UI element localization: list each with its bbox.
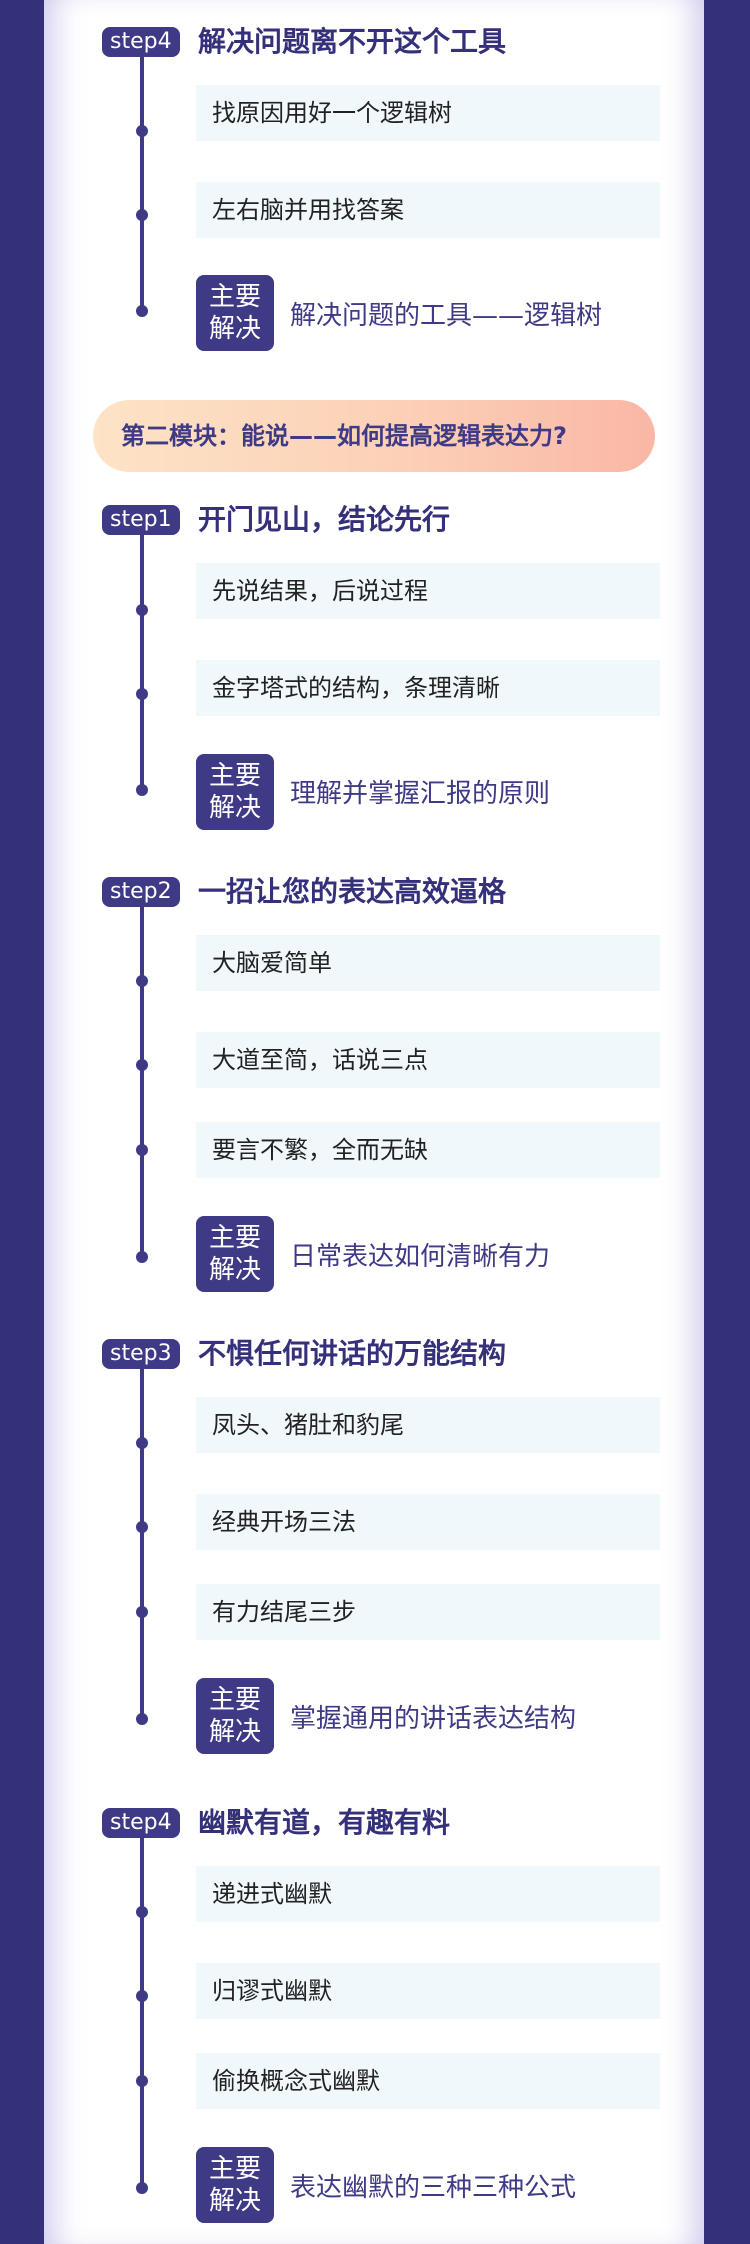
module-banner: 第二模块：能说——如何提高逻辑表达力? xyxy=(93,400,655,472)
timeline-dot xyxy=(136,975,148,987)
timeline-line xyxy=(140,55,144,312)
step-badge: step2 xyxy=(102,877,180,907)
content-item: 先说结果，后说过程 xyxy=(196,563,660,619)
timeline-dot xyxy=(136,305,148,317)
solve-label-line1: 主要 xyxy=(208,282,261,312)
timeline-dot xyxy=(136,688,148,700)
timeline-dot xyxy=(136,1059,148,1071)
content-item: 金字塔式的结构，条理清晰 xyxy=(196,660,660,716)
solve-text: 解决问题的工具——逻辑树 xyxy=(290,301,603,331)
timeline-dot xyxy=(136,1906,148,1918)
timeline-dot xyxy=(136,1713,148,1725)
solve-text: 掌握通用的讲话表达结构 xyxy=(290,1704,577,1734)
content-item: 经典开场三法 xyxy=(196,1494,660,1550)
solve-label-line1: 主要 xyxy=(208,761,261,791)
solve-label-line1: 主要 xyxy=(208,1223,261,1253)
content-item: 左右脑并用找答案 xyxy=(196,182,660,238)
timeline-line xyxy=(140,905,144,1258)
step-badge: step4 xyxy=(102,1808,180,1838)
solve-label-line1: 主要 xyxy=(208,2154,261,2184)
content-item: 大道至简，话说三点 xyxy=(196,1032,660,1088)
content-item: 找原因用好一个逻辑树 xyxy=(196,85,660,141)
timeline-dot xyxy=(136,604,148,616)
solve-label-line2: 解决 xyxy=(208,314,261,344)
timeline-dot xyxy=(136,1144,148,1156)
step-badge: step4 xyxy=(102,27,180,57)
solve-badge: 主要 解决 xyxy=(196,2147,274,2223)
content-item: 凤头、猪肚和豹尾 xyxy=(196,1397,660,1453)
solve-badge: 主要 解决 xyxy=(196,754,274,830)
step-title: 开门见山，结论先行 xyxy=(198,503,451,536)
timeline-dot xyxy=(136,209,148,221)
timeline-dot xyxy=(136,1606,148,1618)
step-title: 一招让您的表达高效逼格 xyxy=(198,875,507,908)
step-badge: step1 xyxy=(102,505,180,535)
solve-label-line1: 主要 xyxy=(208,1685,261,1715)
solve-label-line2: 解决 xyxy=(208,793,261,823)
step-title: 不惧任何讲话的万能结构 xyxy=(198,1337,507,1370)
solve-label-line2: 解决 xyxy=(208,2186,261,2216)
timeline-dot xyxy=(136,784,148,796)
timeline-line xyxy=(140,533,144,791)
solve-badge: 主要 解决 xyxy=(196,275,274,351)
content-item: 有力结尾三步 xyxy=(196,1584,660,1640)
content-item: 大脑爱简单 xyxy=(196,935,660,991)
timeline-dot xyxy=(136,1990,148,2002)
step-badge: step3 xyxy=(102,1339,180,1369)
timeline-dot xyxy=(136,1521,148,1533)
solve-badge: 主要 解决 xyxy=(196,1678,274,1754)
timeline-dot xyxy=(136,1437,148,1449)
step-title: 幽默有道，有趣有料 xyxy=(198,1806,451,1839)
solve-badge: 主要 解决 xyxy=(196,1216,274,1292)
step-title: 解决问题离不开这个工具 xyxy=(198,25,507,58)
content-item: 要言不繁，全而无缺 xyxy=(196,1122,660,1178)
timeline-dot xyxy=(136,1251,148,1263)
timeline-line xyxy=(140,1836,144,2190)
solve-label-line2: 解决 xyxy=(208,1717,261,1747)
solve-text: 理解并掌握汇报的原则 xyxy=(290,779,551,809)
timeline-line xyxy=(140,1367,144,1721)
content-item: 递进式幽默 xyxy=(196,1866,660,1922)
solve-text: 日常表达如何清晰有力 xyxy=(290,1242,551,1272)
timeline-dot xyxy=(136,125,148,137)
content-item: 偷换概念式幽默 xyxy=(196,2053,660,2109)
content-item: 归谬式幽默 xyxy=(196,1963,660,2019)
solve-text: 表达幽默的三种三种公式 xyxy=(290,2173,577,2203)
timeline-dot xyxy=(136,2182,148,2194)
solve-label-line2: 解决 xyxy=(208,1255,261,1285)
timeline-dot xyxy=(136,2075,148,2087)
